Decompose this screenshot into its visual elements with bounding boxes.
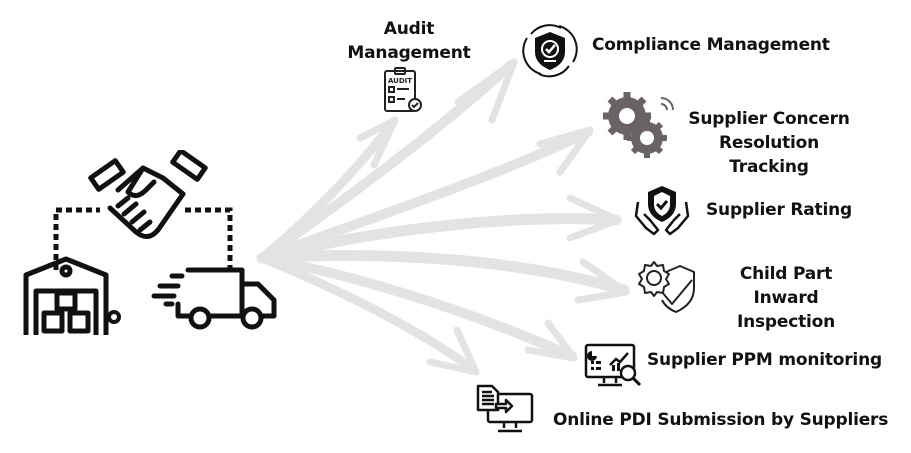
gears-icon: [603, 92, 674, 158]
arrow-concern: [257, 126, 594, 263]
arrow-inspection: [256, 250, 630, 304]
warehouse-icon: [23, 256, 121, 335]
feature-inspection-line2: Inspection: [736, 312, 836, 332]
feature-concern-line1: Supplier Concern: [688, 109, 850, 129]
feature-ppm-label: Supplier PPM monitoring: [647, 350, 882, 370]
arrow-pdi: [257, 253, 480, 376]
gear-shield-check-icon: [638, 261, 695, 313]
audit-clipboard-icon: AUDIT: [384, 67, 422, 112]
svg-text:AUDIT: AUDIT: [388, 77, 412, 85]
feature-compliance-label: Compliance Management: [592, 35, 830, 55]
feature-concern-label: Supplier Concern Resolution Tracking: [684, 107, 854, 179]
feature-rating-label: Supplier Rating: [706, 200, 852, 220]
delivery-truck-icon: [151, 267, 277, 330]
arrow-origin: [260, 244, 302, 272]
hands-shield-icon: [634, 186, 690, 236]
arrow-compliance: [257, 58, 518, 263]
feature-concern-line2: Resolution Tracking: [718, 133, 820, 177]
feature-pdi-label: Online PDI Submission by Suppliers: [553, 410, 889, 430]
feature-audit-label: Audit Management: [347, 17, 471, 65]
feature-audit-line2: Management: [347, 43, 471, 63]
document-transfer-monitor-icon: [476, 384, 534, 433]
handshake-icon: [88, 150, 208, 239]
feature-inspection-label: Child Part Inward Inspection: [708, 262, 864, 334]
arrow-rating: [256, 194, 622, 264]
feature-audit-line1: Audit: [383, 19, 435, 39]
compliance-shield-icon: [522, 24, 578, 78]
feature-inspection-line1: Child Part Inward: [739, 264, 833, 308]
arrow-ppm: [257, 253, 578, 362]
dotted-connector: [53, 207, 233, 270]
monitor-analytics-icon: [584, 343, 642, 387]
